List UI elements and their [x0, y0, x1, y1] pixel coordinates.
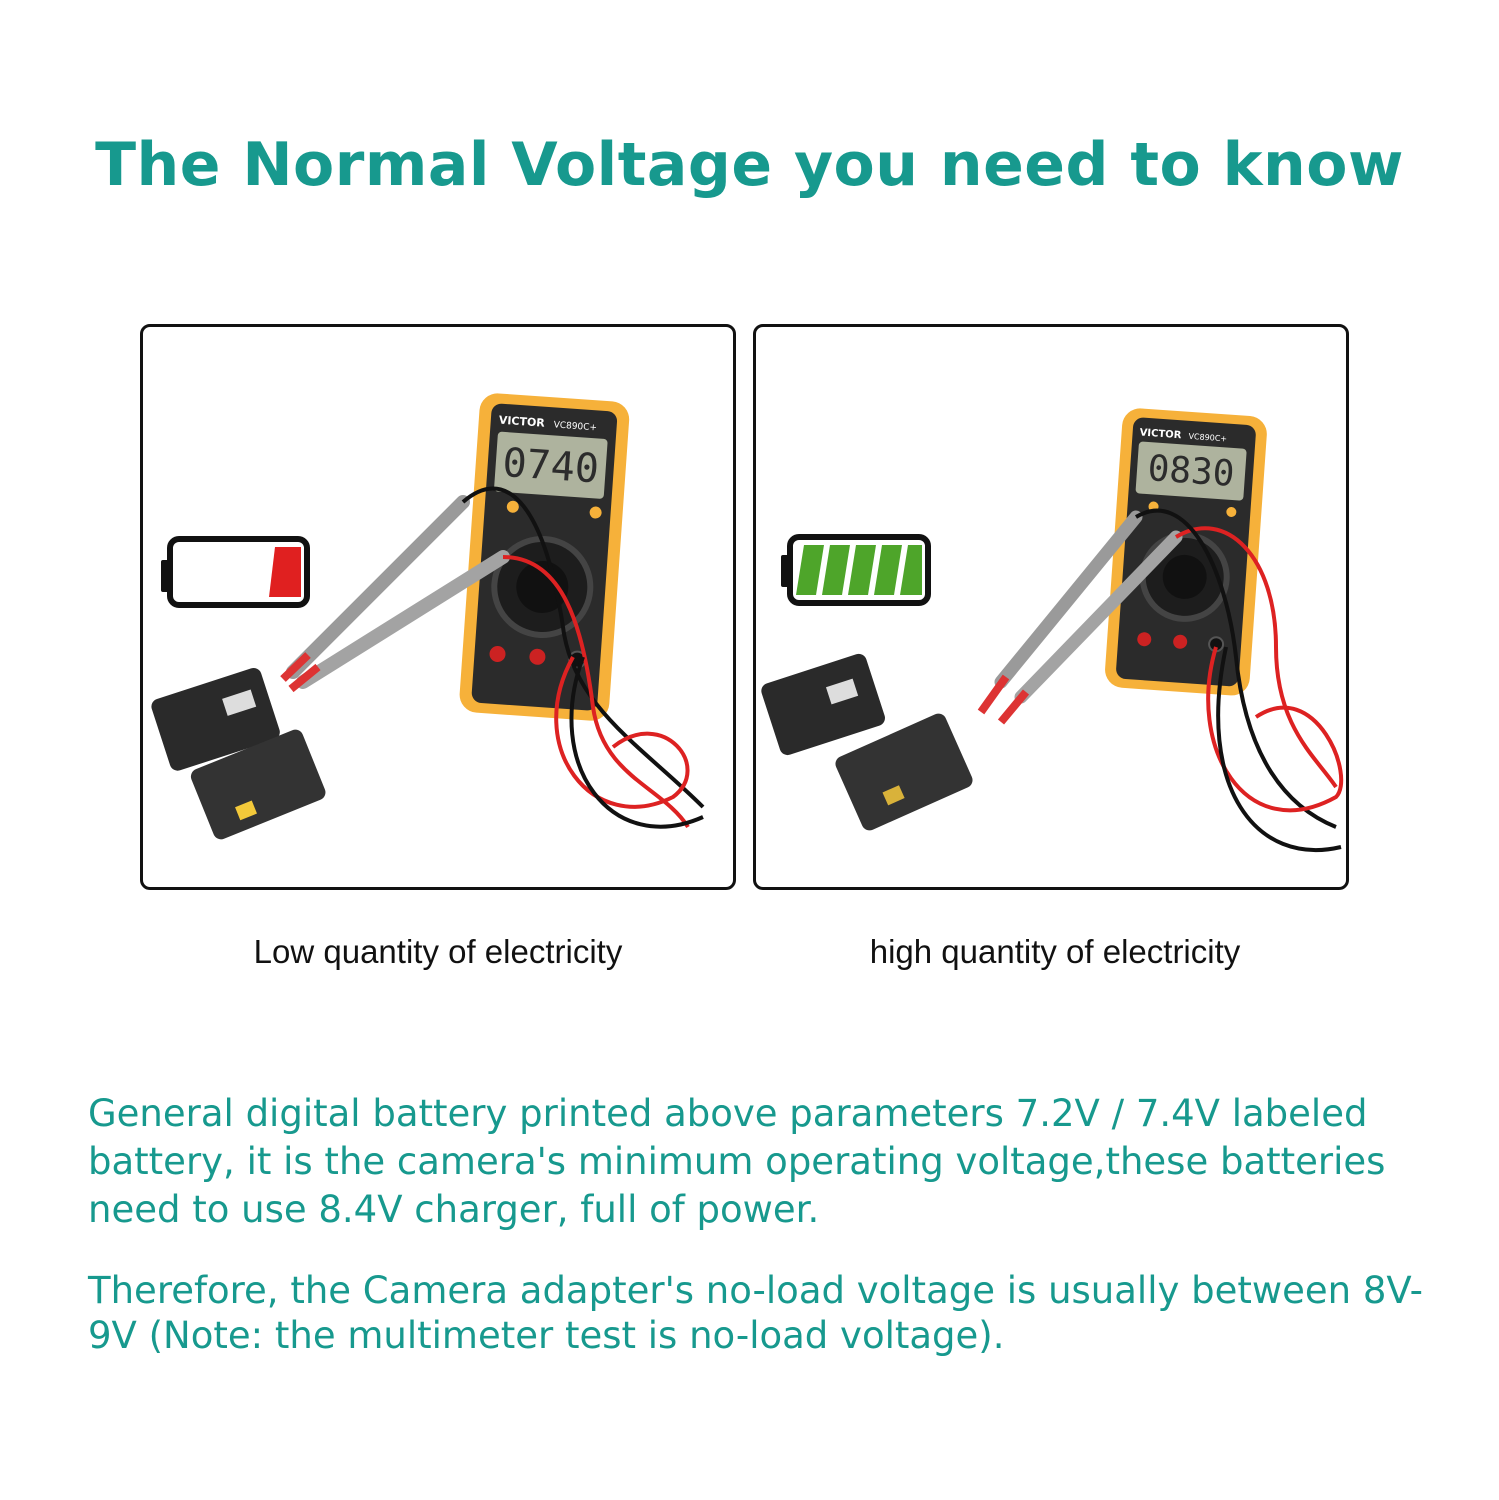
lcd-reading: 0830	[1146, 448, 1235, 495]
low-charge-caption: Low quantity of electricity	[253, 933, 623, 970]
battery-level-bar-2	[822, 545, 850, 595]
meter-brand: VICTOR	[1139, 427, 1182, 441]
battery-level-bar-5	[900, 545, 922, 595]
page-title: The Normal Voltage you need to know	[95, 130, 1404, 200]
voltage-explanation-paragraph: General digital battery printed above pa…	[88, 1092, 1386, 1231]
camera-batteries	[761, 653, 973, 831]
high-charge-caption: high quantity of electricity	[869, 933, 1241, 970]
meter-model: VC890C+	[1188, 432, 1227, 444]
test-probes	[977, 508, 1344, 853]
meter-model: VC890C+	[553, 420, 597, 433]
test-probes	[280, 486, 705, 829]
lcd-screen	[494, 431, 608, 499]
camera-batteries	[151, 667, 326, 840]
lcd-reading: 0740	[501, 440, 600, 493]
battery-level-bar	[269, 547, 301, 597]
battery-level-bar-1	[796, 545, 824, 595]
multimeter-high-photo: VICTOR VC890C+ 0830	[761, 408, 1344, 853]
battery-level-bar-4	[874, 545, 902, 595]
battery-level-bar-3	[848, 545, 876, 595]
multimeter-low-photo: VICTOR VC890C+ 0740	[151, 393, 705, 840]
battery-full-icon	[781, 534, 931, 606]
meter-brand: VICTOR	[498, 414, 545, 430]
high-charge-photo-panel: VICTOR VC890C+ 0830	[753, 324, 1349, 890]
multimeter-body: VICTOR VC890C+ 0830	[1105, 408, 1267, 696]
low-charge-photo-panel: VICTOR VC890C+ 0740	[140, 324, 736, 890]
multimeter-body: VICTOR VC890C+ 0740	[459, 393, 630, 721]
battery-low-icon	[161, 536, 310, 608]
adapter-voltage-paragraph: Therefore, the Camera adapter's no-load …	[88, 1269, 1423, 1357]
lcd-screen	[1135, 441, 1247, 501]
